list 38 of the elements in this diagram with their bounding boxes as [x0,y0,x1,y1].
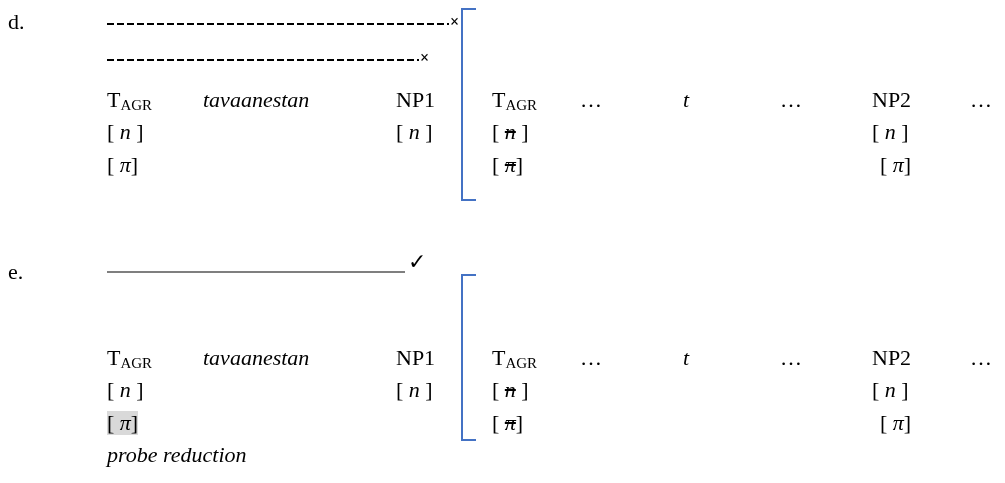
feature-label: [ π] [107,411,139,435]
category-label: NP2 [872,88,912,112]
feature-label: [ n ] [396,120,433,144]
feature-label: [ n ] [107,120,144,144]
word: tavaanestan [203,346,310,370]
failure-mark: × [450,12,460,32]
category-label: NP1 [396,88,436,112]
word: tavaanestan [203,88,310,112]
feature-label: [ n ] [872,120,909,144]
feature-label: [ π] [107,153,139,177]
ellipsis: … [970,88,992,112]
category-label: T$_{AGR}$ [107,346,153,373]
trace: t [683,346,690,370]
feature-label: [ π] [492,411,524,435]
note: probe reduction [107,443,247,467]
feature-label: [ n ] [492,378,529,402]
feature-label: [ n ] [107,378,144,402]
feature-label: [ π] [880,411,912,435]
feature-label: [ π] [880,153,912,177]
failure-mark: × [420,48,430,68]
category-label: T$_{AGR}$ [492,88,538,115]
ellipsis: … [780,346,802,370]
ellipsis: … [780,88,802,112]
category-label: NP2 [872,346,912,370]
feature-label: [ n ] [396,378,433,402]
feature-label: [ n ] [872,378,909,402]
example-label: e. [8,260,24,284]
check-mark: ✓ [408,250,426,274]
ellipsis: … [580,88,602,112]
feature-label: [ π] [492,153,524,177]
ellipsis: … [970,346,992,370]
feature-label: [ n ] [492,120,529,144]
category-label: T$_{AGR}$ [492,346,538,373]
ellipsis: … [580,346,602,370]
category-label: NP1 [396,346,436,370]
trace: t [683,88,690,112]
example-label: d. [8,10,25,34]
category-label: T$_{AGR}$ [107,88,153,115]
